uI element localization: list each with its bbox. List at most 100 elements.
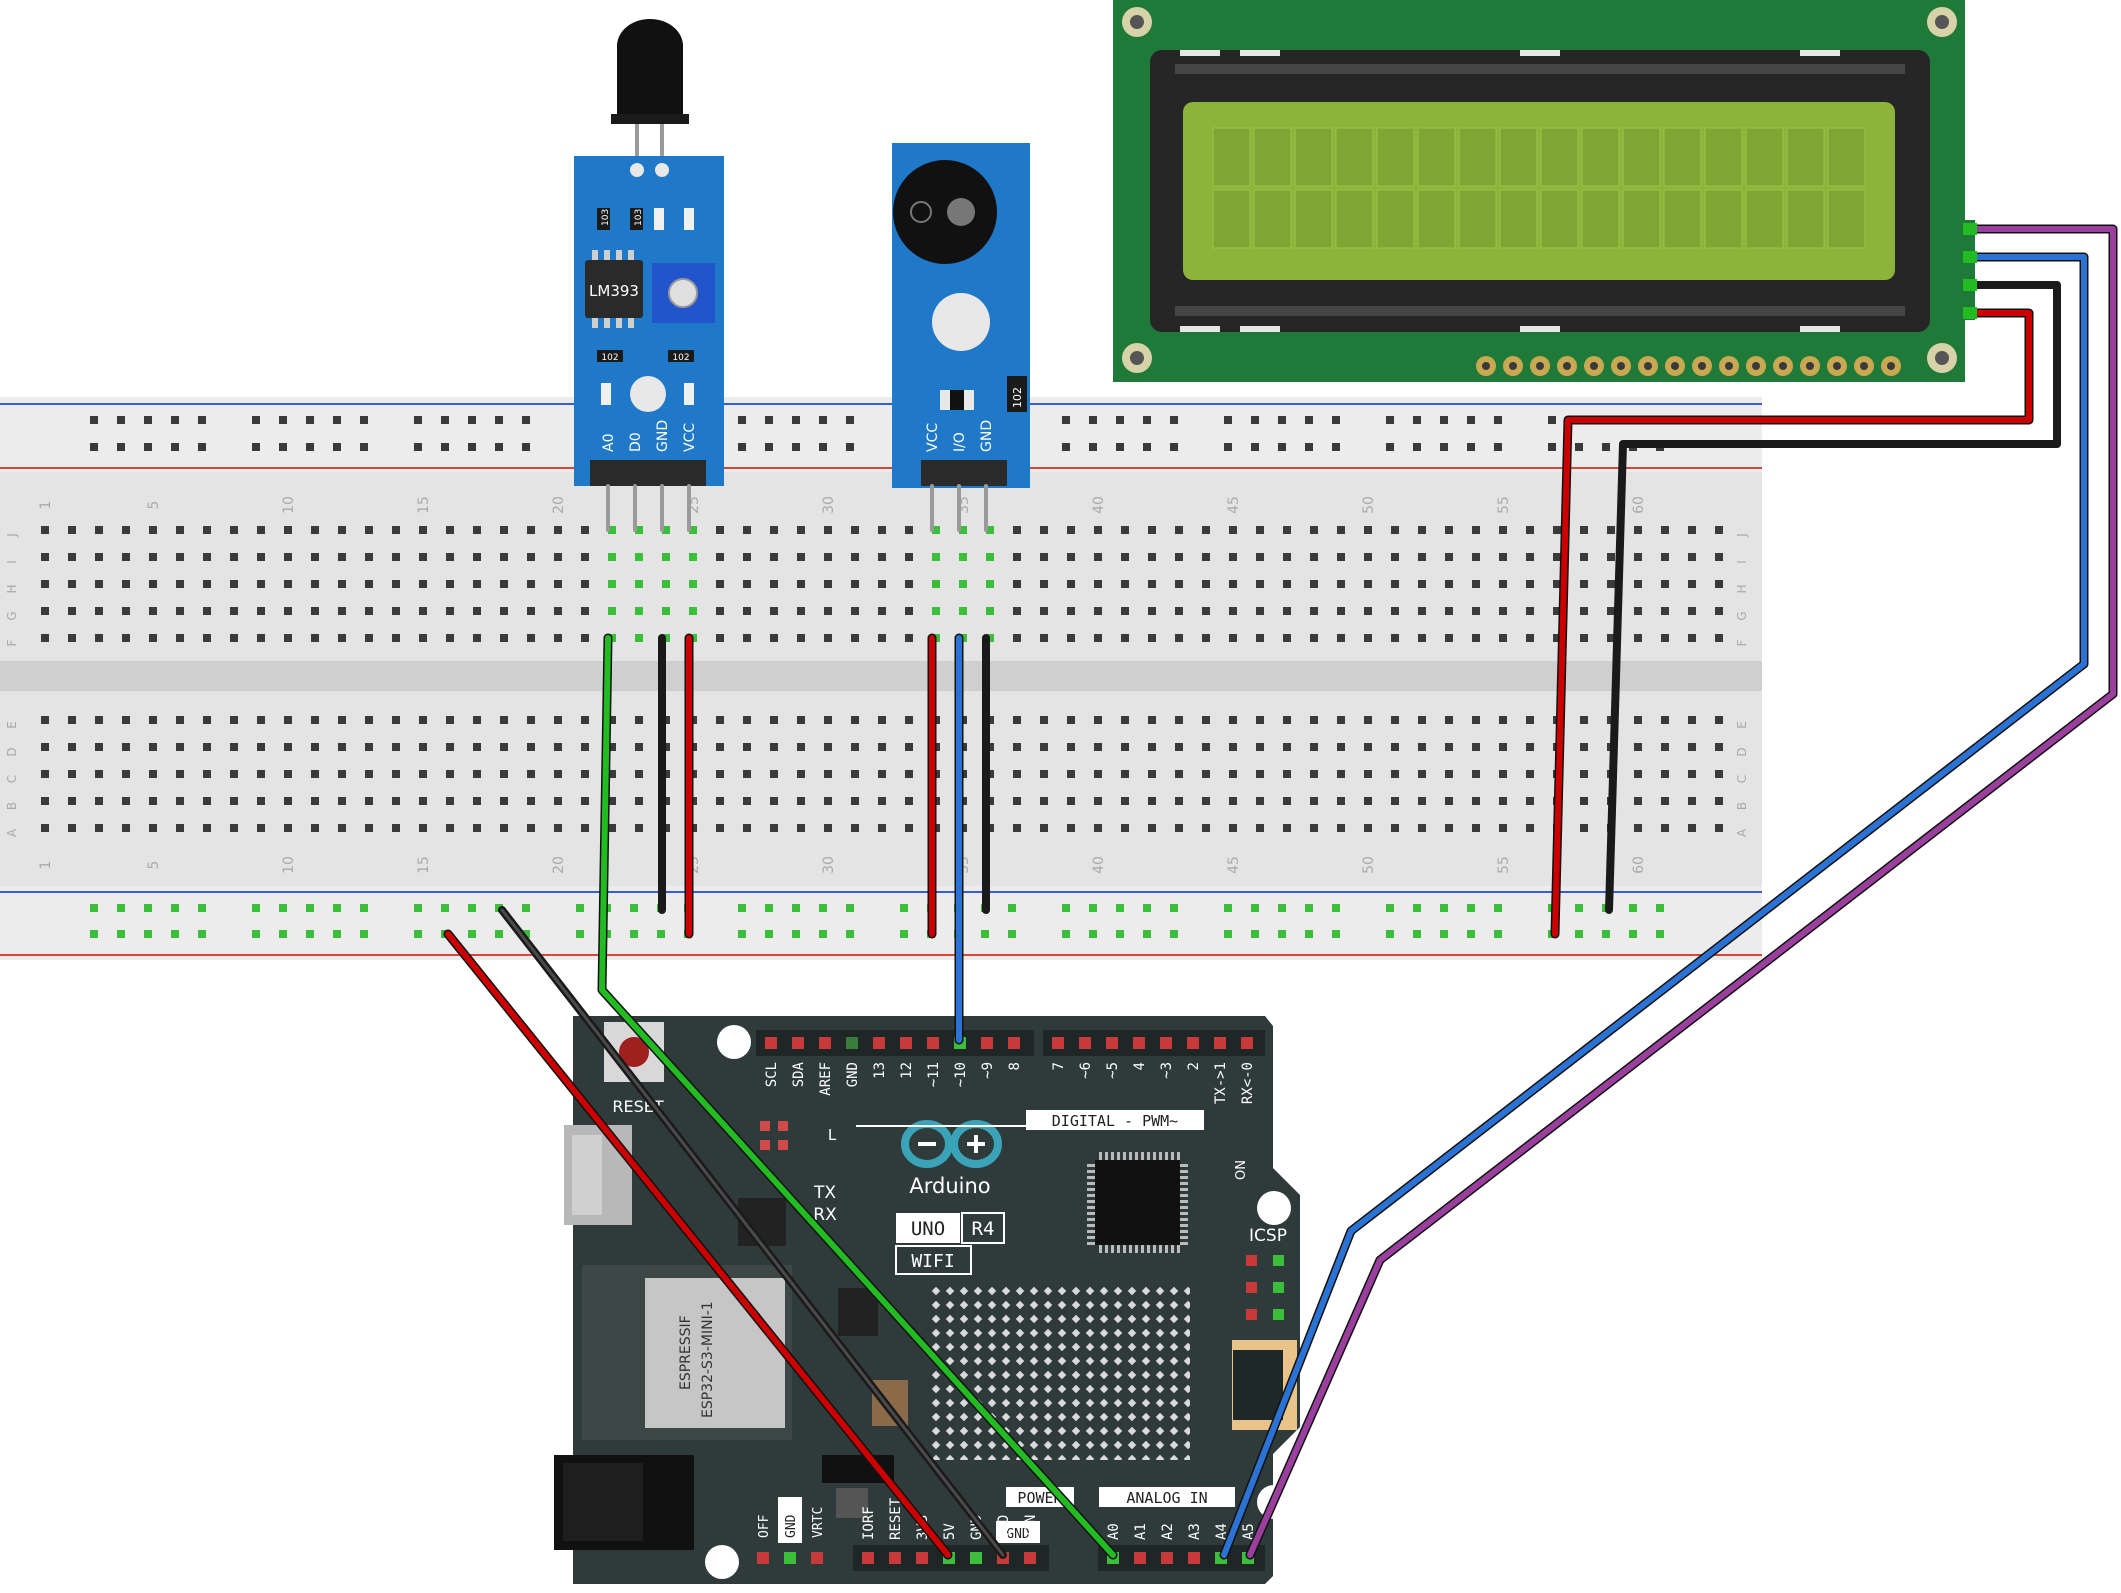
module-legs	[606, 484, 988, 532]
buzzer-plus-mark	[910, 201, 932, 223]
breadboard-hole	[1094, 743, 1102, 751]
breadboard-hole	[95, 797, 103, 805]
chip-lead	[1087, 1206, 1095, 1209]
rail-hole	[522, 416, 530, 424]
lcd-mount-hole	[1935, 15, 1949, 29]
side-pin	[757, 1552, 769, 1564]
breadboard-hole	[203, 770, 211, 778]
breadboard-hole	[797, 634, 805, 642]
rail-hole	[819, 416, 827, 424]
column-number: 40	[1091, 856, 1107, 874]
breadboard-hole	[419, 607, 427, 615]
rail-hole	[1332, 443, 1340, 451]
chip-lead	[1180, 1206, 1188, 1209]
lcd-char-cell	[1294, 127, 1333, 187]
breadboard-hole	[500, 553, 508, 561]
breadboard-hole	[1202, 580, 1210, 588]
breadboard-hole	[1337, 770, 1345, 778]
breadboard-hole	[1229, 770, 1237, 778]
breadboard-hole	[1607, 634, 1615, 642]
breadboard-hole	[473, 743, 481, 751]
flame-sensor-smd	[654, 208, 664, 230]
lcd-char-cell	[1376, 127, 1415, 187]
breadboard-hole	[770, 743, 778, 751]
breadboard-hole	[959, 526, 967, 534]
breadboard-hole	[473, 580, 481, 588]
chip-lead	[1141, 1152, 1144, 1160]
breadboard-hole	[554, 526, 562, 534]
rail-hole	[252, 443, 260, 451]
lcd-bezel-marker	[1180, 326, 1220, 332]
lcd-char-cell	[1253, 127, 1292, 187]
column-number: 45	[1226, 496, 1242, 514]
lcd-character-grid	[1180, 50, 1866, 332]
breadboard-hole	[1175, 580, 1183, 588]
rail-hole	[1467, 416, 1475, 424]
breadboard-hole	[1445, 743, 1453, 751]
digital-pin	[981, 1037, 993, 1049]
chip-lead	[1087, 1242, 1095, 1245]
breadboard-hole	[203, 526, 211, 534]
breadboard-hole	[257, 743, 265, 751]
breadboard-hole	[1067, 580, 1075, 588]
breadboard-hole	[554, 553, 562, 561]
rail-hole	[1062, 416, 1070, 424]
rail-hole	[900, 930, 908, 938]
breadboard-hole	[1067, 770, 1075, 778]
row-letter: D	[5, 747, 19, 756]
rail-hole	[414, 904, 422, 912]
breadboard-hole	[1526, 824, 1534, 832]
breadboard-hole	[446, 716, 454, 724]
breadboard-hole	[743, 743, 751, 751]
lcd-char-cell	[1745, 189, 1784, 249]
rail-hole	[360, 930, 368, 938]
breadboard-hole	[635, 553, 643, 561]
breadboard-hole	[365, 526, 373, 534]
breadboard-hole	[1202, 553, 1210, 561]
lcd-bezel-marker	[1520, 50, 1560, 56]
digital-pin-label: 8	[1007, 1062, 1023, 1070]
lcd-mount-hole	[1130, 351, 1144, 365]
rail-hole	[333, 904, 341, 912]
flame-sensor-hole	[655, 163, 669, 177]
breadboard-hole	[635, 634, 643, 642]
breadboard-hole	[41, 770, 49, 778]
breadboard-hole	[122, 634, 130, 642]
column-number: 20	[551, 496, 567, 514]
breadboard-hole	[770, 607, 778, 615]
breadboard-hole	[1472, 634, 1480, 642]
lcd-char-cell	[1786, 189, 1825, 249]
rail-hole	[495, 930, 503, 938]
rail-hole	[522, 904, 530, 912]
breadboard-hole	[1472, 716, 1480, 724]
breadboard-hole	[824, 824, 832, 832]
breadboard-hole	[1553, 634, 1561, 642]
breadboard-hole	[1283, 797, 1291, 805]
breadboard-hole	[1094, 634, 1102, 642]
breadboard-hole	[554, 716, 562, 724]
flame-sensor-resistor-label: 102	[601, 353, 618, 363]
column-number: 15	[416, 496, 432, 514]
digital-pin	[765, 1037, 777, 1049]
revision-badge	[961, 1212, 1005, 1244]
esp32-label-model: ESP32-S3-MINI-1	[700, 1301, 716, 1418]
lcd-char-cell	[1540, 127, 1579, 187]
breadboard-hole	[1148, 526, 1156, 534]
breadboard-hole	[1418, 526, 1426, 534]
reset-button-cap[interactable]	[619, 1037, 649, 1067]
breadboard-hole	[770, 770, 778, 778]
rail-hole	[1116, 904, 1124, 912]
breadboard-hole	[608, 716, 616, 724]
breadboard-hole	[1688, 580, 1696, 588]
breadboard-hole	[608, 607, 616, 615]
rail-hole	[333, 930, 341, 938]
breadboard-hole	[1715, 553, 1723, 561]
breadboard-hole	[1391, 770, 1399, 778]
breadboard-hole	[419, 743, 427, 751]
breadboard-hole	[1013, 526, 1021, 534]
top-power-rail	[0, 397, 1762, 472]
rail-hole	[279, 930, 287, 938]
breadboard-hole	[122, 716, 130, 724]
rail-hole	[1224, 416, 1232, 424]
